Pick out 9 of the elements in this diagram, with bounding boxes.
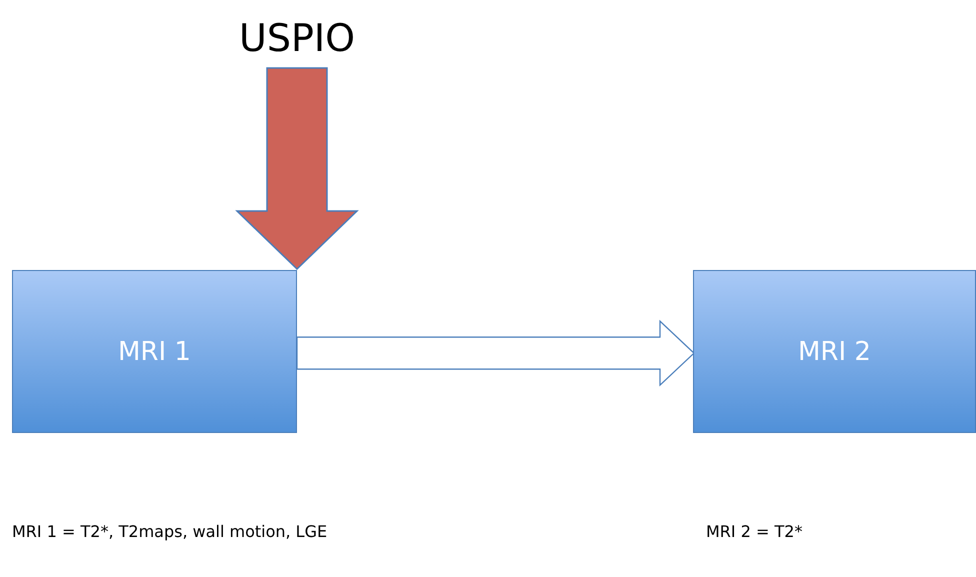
process-box (12, 270, 297, 433)
note-text: MRI 2 = T2* (706, 522, 802, 541)
node-label: MRI 1 (118, 336, 191, 366)
block-arrow (235, 67, 359, 270)
node-label: MRI 2 (798, 336, 871, 366)
note-text: MRI 1 = T2*, T2maps, wall motion, LGE (12, 522, 328, 541)
node-label: USPIO (239, 16, 355, 60)
process-box (693, 270, 976, 433)
block-arrow (296, 320, 695, 387)
